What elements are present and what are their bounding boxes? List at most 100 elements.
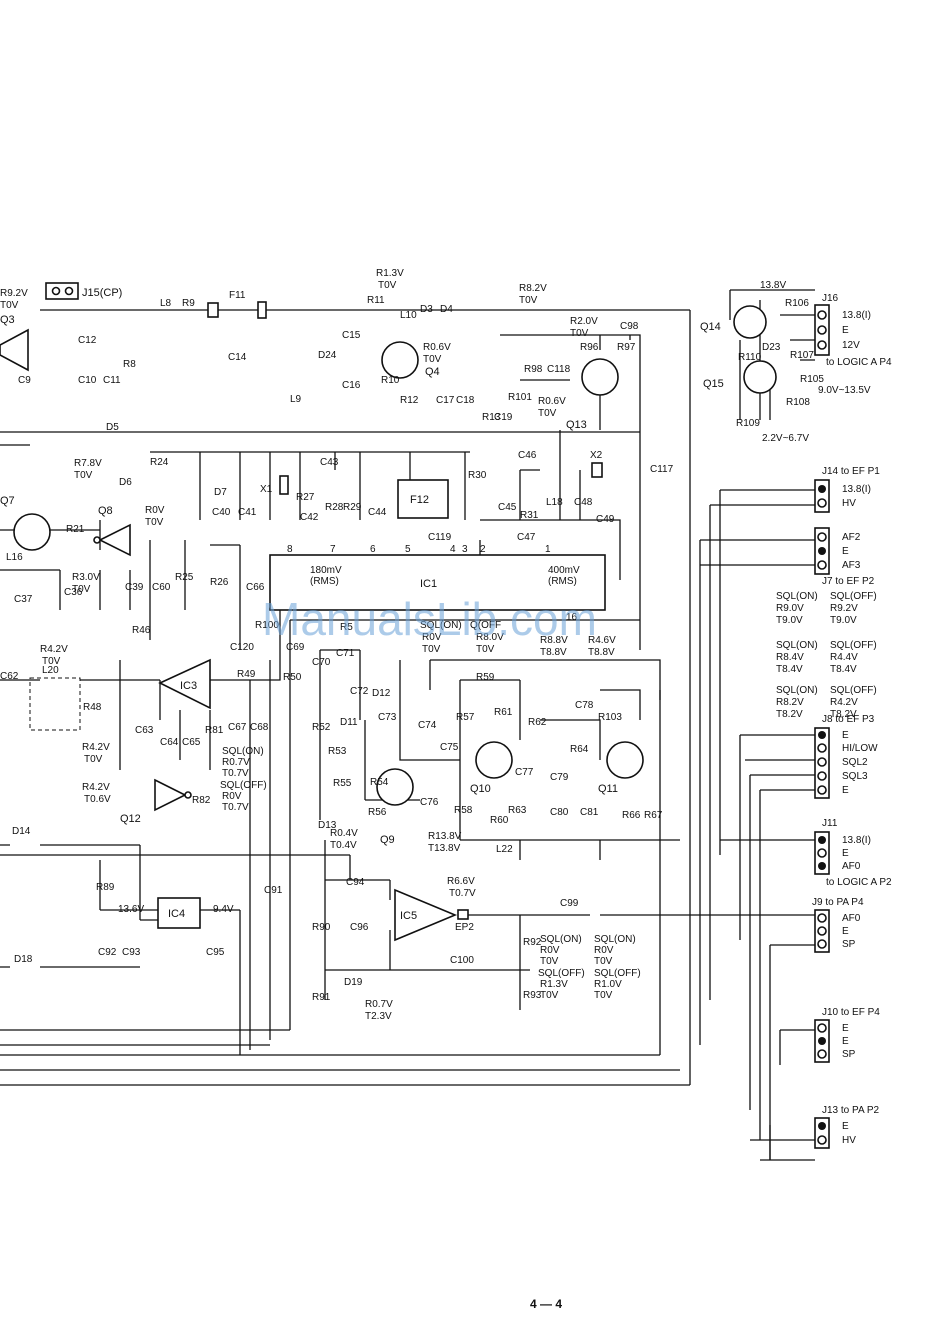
q10-label: Q10 (470, 783, 491, 795)
component-label: R96 (580, 342, 599, 353)
component-label: C14 (228, 352, 247, 363)
connector-j8: J8 to EF P3 E HI/LOW SQL2 SQL3 E (814, 714, 878, 799)
ic5-label: IC5 (400, 910, 417, 922)
voltage-text: T0V (570, 328, 589, 339)
voltage-text: T0V (74, 470, 93, 481)
j10-pin-label: E (842, 1023, 849, 1034)
component-label: R26 (210, 577, 229, 588)
component-label: C19 (494, 412, 513, 423)
component-label: R60 (490, 815, 509, 826)
component-label: D11 (340, 717, 358, 728)
component-label: C64 (160, 737, 179, 748)
component-label: C68 (250, 722, 269, 733)
component-label: R82 (192, 795, 211, 806)
j8-pin-label: E (842, 730, 849, 741)
voltage-text: T0V (423, 354, 442, 365)
component-label: D23 (762, 342, 781, 353)
j13-pin-label: E (842, 1121, 849, 1132)
j16-pin-label: 13.8(I) (842, 310, 871, 321)
component-label: R61 (494, 707, 513, 718)
component-label: C49 (596, 514, 615, 525)
voltage-text: T0V (84, 754, 103, 765)
component-label: D3 (420, 304, 433, 315)
voltage-text: T0V (145, 517, 164, 528)
component-label: C98 (620, 321, 639, 332)
j9-pin-label: SP (842, 939, 856, 950)
component-label: R89 (96, 882, 115, 893)
voltage-text: T8.2V (776, 709, 803, 720)
j9-label: J9 to PA P4 (812, 897, 864, 908)
voltage-text: SQL(ON) (776, 685, 818, 696)
component-label: C94 (346, 877, 365, 888)
component-label: D13 (318, 820, 337, 831)
component-label: R46 (132, 625, 151, 636)
component-label: D12 (372, 688, 391, 699)
component-label: R27 (296, 492, 315, 503)
j8-pin-label: HI/LOW (842, 743, 878, 754)
j7-label: J7 to EF P2 (822, 576, 875, 587)
f12-filter: F12 (397, 479, 449, 519)
q12-label: Q12 (120, 813, 141, 825)
voltage-text: R4.2V (82, 742, 110, 753)
component-label: C18 (456, 395, 475, 406)
q14-label: Q14 (700, 321, 721, 333)
component-label: R52 (312, 722, 331, 733)
component-label: D4 (440, 304, 453, 315)
component-label: C120 (230, 642, 254, 653)
wiring (0, 289, 815, 1161)
component-label: C67 (228, 722, 247, 733)
transistor-q10 (475, 741, 513, 779)
connector-j13: J13 to PA P2 E HV (814, 1105, 880, 1149)
connector-j10: J10 to EF P4 E E SP (814, 1007, 880, 1063)
voltage-text: T0V (476, 644, 495, 655)
component-label: C92 (98, 947, 117, 958)
j15-label: J15(CP) (82, 287, 122, 299)
j8-label: J8 to EF P3 (822, 714, 875, 725)
component-label: C65 (182, 737, 201, 748)
voltage-text: R1.3V (376, 268, 404, 279)
j8-pin-label: SQL2 (842, 757, 868, 768)
component-label: R107 (790, 350, 814, 361)
voltage-text: SQL(OFF) (220, 780, 267, 791)
voltage-text: T0V (540, 990, 559, 1001)
j11-pin-label: E (842, 848, 849, 859)
voltage-text: T8.2V (830, 709, 857, 720)
transistor-q7 (13, 513, 51, 551)
component-label: R28 (325, 502, 344, 513)
component-label: L22 (496, 844, 513, 855)
voltage-text: R0V (422, 632, 442, 643)
component-label: L9 (290, 394, 302, 405)
voltage-text: R0V (594, 945, 614, 956)
component-label: C76 (420, 797, 439, 808)
x1-label: X1 (260, 484, 273, 495)
transistor-q11 (606, 741, 644, 779)
component-label: R29 (343, 502, 362, 513)
component-label: C71 (336, 648, 355, 659)
voltage-annotations: R9.2V T0V R1.3V T0V R0.6V T0V R8.2V T0V … (0, 268, 877, 1022)
component-label: R90 (312, 922, 331, 933)
voltage-text: R9.2V (830, 603, 858, 614)
voltage-text: SQL(OFF) (594, 968, 641, 979)
component-label: C69 (286, 642, 305, 653)
voltage-text: T9.0V (830, 615, 857, 626)
voltage-text: R0.4V (330, 828, 358, 839)
component-label: R9 (182, 298, 195, 309)
component-label: R57 (456, 712, 475, 723)
component-label: C66 (246, 582, 265, 593)
component-label: C41 (238, 507, 257, 518)
component-label: C95 (206, 947, 225, 958)
voltage-text: T0V (0, 300, 19, 311)
component-label: C78 (575, 700, 594, 711)
voltage-text: T0V (72, 584, 91, 595)
component-label: R91 (312, 992, 331, 1003)
component-label: C75 (440, 742, 459, 753)
component-label: C119 (428, 532, 452, 543)
voltage-text: T8.4V (776, 664, 803, 675)
component-label: C10 (78, 375, 97, 386)
component-label: R101 (508, 392, 532, 403)
ic1-output-level: 400mV (548, 565, 580, 576)
component-label: R100 (255, 620, 279, 631)
voltage-text: 9.0V~13.5V (818, 385, 871, 396)
voltage-text: R8.0V (476, 632, 504, 643)
voltage-text: R8.2V (519, 283, 547, 294)
